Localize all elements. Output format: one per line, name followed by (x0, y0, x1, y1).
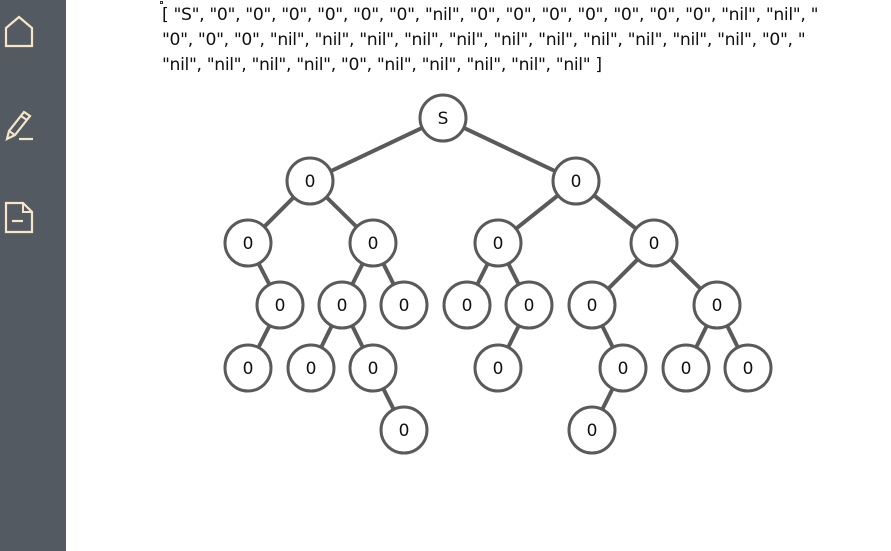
tree-node-circle (598, 343, 648, 393)
tree-node[interactable]: 0 (629, 218, 679, 268)
array-line-1: [ "S", "0", "0", "0", "0", "0", "0", "ni… (162, 5, 819, 25)
tree-node[interactable]: 0 (379, 405, 429, 455)
tree-node-label: 0 (275, 296, 286, 316)
tree-node-circle (629, 218, 679, 268)
tree-node-circle (551, 156, 601, 206)
tree-node-label: 0 (368, 359, 379, 379)
tree-node[interactable]: 0 (285, 156, 335, 206)
tree-node-circle (418, 93, 468, 143)
tree-node-circle (286, 343, 336, 393)
tree-node-circle (348, 218, 398, 268)
tree-node[interactable]: 0 (317, 280, 367, 330)
home-icon[interactable] (2, 15, 36, 49)
tree-node[interactable]: 0 (223, 218, 273, 268)
tree-node-circle (473, 343, 523, 393)
tree-node-label: 0 (712, 296, 723, 316)
tree-node-label: 0 (493, 234, 504, 254)
tree-node-label: 0 (587, 421, 598, 441)
tree-node-label: 0 (618, 359, 629, 379)
tree-node-label: 0 (681, 359, 692, 379)
tree-node-circle (285, 156, 335, 206)
tree-node[interactable]: 0 (551, 156, 601, 206)
tree-node-circle (473, 218, 523, 268)
tree-node-circle (348, 343, 398, 393)
tree-node[interactable]: 0 (567, 280, 617, 330)
tree-node[interactable]: 0 (504, 280, 554, 330)
tree-node[interactable]: 0 (255, 280, 305, 330)
tree-edge (309, 116, 444, 183)
tree-node-label: 0 (399, 421, 410, 441)
tree-node-label: 0 (399, 296, 410, 316)
tree-node-circle (255, 280, 305, 330)
tree-node-label: 0 (493, 359, 504, 379)
tree-node-label: 0 (305, 172, 316, 192)
array-output: [ "S", "0", "0", "0", "0", "0", "0", "ni… (162, 3, 891, 78)
tree-node[interactable]: S (418, 93, 468, 143)
tree-node-circle (504, 280, 554, 330)
tree-node[interactable]: 0 (473, 218, 523, 268)
tree-node-label: 0 (524, 296, 535, 316)
array-line-3: "nil", "nil", "nil", "nil", "0", "nil", … (162, 55, 602, 75)
tree-node-circle (661, 343, 711, 393)
tree-nodes: S 0 0 0 0 0 0 0 0 0 0 0 0 0 0 0 0 0 0 0 0 0 0 (223, 93, 773, 455)
tree-node[interactable]: 0 (223, 343, 273, 393)
tree-node-circle (723, 343, 773, 393)
tree-node[interactable]: 0 (348, 218, 398, 268)
tree-node-circle (379, 405, 429, 455)
tree-node-label: 0 (743, 359, 754, 379)
tree-node-label: 0 (587, 296, 598, 316)
tree-node-label: 0 (649, 234, 660, 254)
document-icon[interactable] (2, 200, 36, 234)
tree-node-label: 0 (337, 296, 348, 316)
tree-node[interactable]: 0 (598, 343, 648, 393)
tree-node-circle (567, 405, 617, 455)
tree-node[interactable]: 0 (661, 343, 711, 393)
tree-node[interactable]: 0 (692, 280, 742, 330)
tree-node-label: 0 (243, 234, 254, 254)
tree-node-label: 0 (306, 359, 317, 379)
tree-node-circle (223, 218, 273, 268)
tree-node-circle (379, 280, 429, 330)
sidebar (0, 0, 66, 551)
tree-node-circle (317, 280, 367, 330)
tree-node-label: 0 (462, 296, 473, 316)
tree-node-label: 0 (243, 359, 254, 379)
tree-node-circle (692, 280, 742, 330)
tree-node-circle (442, 280, 492, 330)
pencil-icon[interactable] (2, 108, 36, 142)
tree-node[interactable]: 0 (723, 343, 773, 393)
tree-node[interactable]: 0 (348, 343, 398, 393)
tree-node[interactable]: 0 (286, 343, 336, 393)
tree-edge (442, 116, 577, 183)
tree-node-label: 0 (571, 172, 582, 192)
array-line-2: "0", "0", "0", "nil", "nil", "nil", "nil… (162, 30, 806, 50)
tree-node-circle (223, 343, 273, 393)
text-cursor (160, 1, 163, 4)
tree-node[interactable]: 0 (442, 280, 492, 330)
tree-node[interactable]: 0 (473, 343, 523, 393)
tree-node[interactable]: 0 (567, 405, 617, 455)
tree-node-label: 0 (368, 234, 379, 254)
tree-node-label: S (438, 109, 449, 129)
tree-node[interactable]: 0 (379, 280, 429, 330)
tree-node-circle (567, 280, 617, 330)
